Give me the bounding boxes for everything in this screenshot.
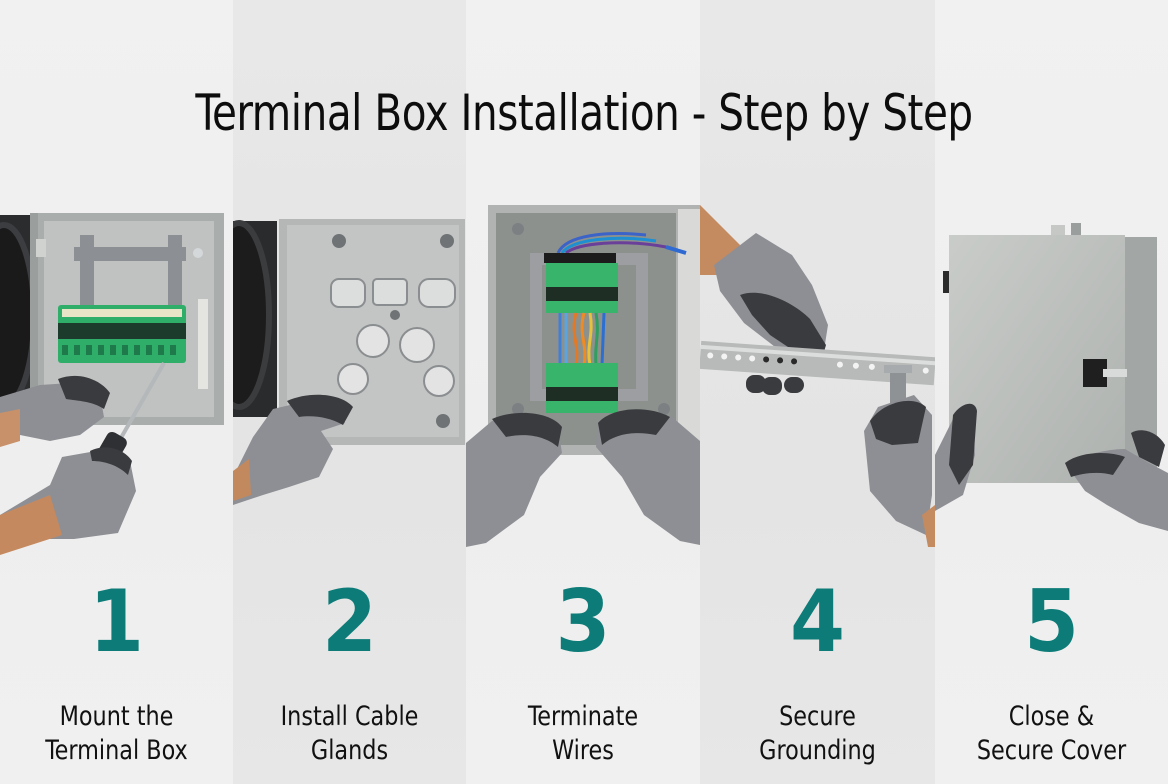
step-number-5: 5 bbox=[1023, 572, 1080, 672]
step-label-2: Install Cable Glands bbox=[242, 700, 456, 768]
step-label-5: Close & Secure Cover bbox=[944, 700, 1158, 768]
step-panel-2: 2 Install Cable Glands bbox=[233, 0, 466, 784]
step-4-illustration bbox=[700, 195, 935, 560]
step-label-3-line1: Terminate bbox=[527, 701, 639, 732]
step-number-2: 2 bbox=[321, 572, 378, 672]
step-panel-4: 4 Secure Grounding bbox=[700, 0, 935, 784]
step-3-illustration bbox=[466, 195, 700, 560]
step-number-1: 1 bbox=[88, 572, 145, 672]
step-label-5-line1: Close & bbox=[1008, 701, 1095, 732]
step-label-3: Terminate Wires bbox=[475, 700, 690, 768]
closed-enclosure-icon bbox=[935, 223, 1168, 531]
step-number-3: 3 bbox=[555, 572, 611, 672]
step-label-2-line1: Install Cable bbox=[280, 701, 419, 732]
step-1-illustration bbox=[0, 195, 233, 560]
step-label-4: Secure Grounding bbox=[709, 700, 925, 768]
step-label-5-line2: Secure Cover bbox=[976, 735, 1127, 766]
page-title: Terminal Box Installation - Step by Step bbox=[195, 84, 973, 142]
step-label-1: Mount the Terminal Box bbox=[9, 700, 223, 768]
step-number-4: 4 bbox=[789, 572, 846, 672]
step-label-4-line1: Secure bbox=[779, 701, 856, 732]
terminate-wires-icon bbox=[466, 205, 700, 547]
open-enclosure-icon bbox=[0, 213, 224, 555]
step-5-illustration bbox=[935, 195, 1168, 560]
step-panel-5: 5 Close & Secure Cover bbox=[935, 0, 1168, 784]
step-panel-3: 3 Terminate Wires bbox=[466, 0, 700, 784]
step-label-4-line2: Grounding bbox=[759, 735, 876, 766]
step-label-1-line2: Terminal Box bbox=[45, 735, 188, 766]
step-label-1-line1: Mount the bbox=[59, 701, 174, 732]
step-2-illustration bbox=[233, 195, 466, 560]
grounding-din-rail-icon bbox=[700, 205, 935, 547]
step-label-3-line2: Wires bbox=[552, 735, 614, 766]
step-panel-1: 1 Mount the Terminal Box bbox=[0, 0, 233, 784]
step-label-2-line2: Glands bbox=[310, 735, 389, 766]
cable-glands-icon bbox=[233, 219, 465, 505]
